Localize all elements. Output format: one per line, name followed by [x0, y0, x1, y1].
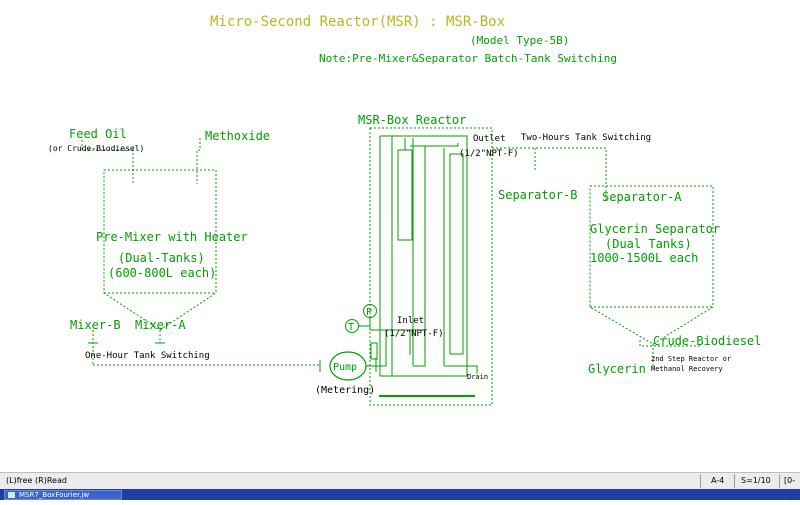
two-hour-switching-label: Two-Hours Tank Switching [521, 133, 651, 143]
check-valve-icon [370, 342, 378, 360]
glycerin-separator-capacity: 1000-1500L each [590, 251, 698, 265]
mixer-a-label: Mixer-A [135, 318, 186, 332]
methoxide-label: Methoxide [205, 129, 270, 143]
reactor-inlet-label: Inlet [397, 316, 424, 326]
pump-label: Pump [333, 362, 357, 373]
diagram-title: Micro-Second Reactor(MSR) : MSR-Box [210, 14, 505, 30]
status-bar: (L)free (R)Read A-4 S=1/10 [0-0] [0, 472, 800, 501]
reactor-inlet-size: (1/2"NPT-F) [384, 329, 444, 339]
one-hour-switching-label: One-Hour Tank Switching [85, 351, 210, 361]
pre-mixer-dual: (Dual-Tanks) [118, 251, 205, 265]
pressure-gauge-label: P [366, 307, 372, 318]
taskbar-window-label: MSR7_BoxFourier.jw [19, 491, 90, 499]
note-text: Note:Pre-Mixer&Separator Batch-Tank Swit… [319, 52, 617, 65]
glycerin-separator-name: Glycerin Separator [590, 222, 720, 236]
next-step-label-1: 2nd Step Reactor or [651, 355, 731, 363]
reactor-internals [379, 135, 478, 397]
taskbar: MSR7_BoxFourier.jw [0, 489, 800, 500]
mixer-b-label: Mixer-B [70, 318, 121, 332]
temperature-gauge-icon: T [345, 319, 370, 333]
feed-oil-label: Feed Oil [69, 127, 127, 141]
reactor-box [369, 127, 493, 406]
next-step-label-2: Methanol Recovery [651, 365, 723, 373]
status-divider [779, 474, 780, 488]
layer-status[interactable]: [0-0] [784, 476, 796, 501]
pre-mixer-capacity: (600-800L each) [108, 266, 216, 280]
glycerin-separator-dual: (Dual Tanks) [605, 237, 692, 251]
glycerin-separator-tank [589, 185, 714, 370]
outlet-pipe [440, 143, 459, 147]
pre-mixer-tank [81, 138, 320, 366]
app-icon [8, 492, 15, 498]
pre-mixer-name: Pre-Mixer with Heater [96, 230, 248, 244]
feed-oil-alt-label: (or Crude-Biodiesel) [48, 144, 144, 153]
separator-b-label: Separator-B [498, 188, 577, 202]
mouse-mode-status: (L)free (R)Read [6, 476, 67, 485]
outlet-distribution [492, 147, 607, 200]
reactor-outlet-label: Outlet [473, 134, 506, 144]
scale-status[interactable]: S=1/10 [741, 476, 771, 485]
pump-metering-label: (Metering) [315, 385, 375, 396]
status-divider [700, 474, 701, 488]
glycerin-label: Glycerin [588, 362, 646, 376]
process-diagram: Micro-Second Reactor(MSR) : MSR-Box (Mod… [48, 14, 761, 406]
sheet-size-status[interactable]: A-4 [711, 476, 725, 485]
status-divider [734, 474, 735, 488]
separator-a-label: Separator-A [602, 190, 682, 204]
taskbar-window-button[interactable]: MSR7_BoxFourier.jw [4, 490, 122, 500]
temperature-gauge-label: T [348, 322, 354, 333]
reactor-outlet-size: (1/2"NPT-F) [459, 149, 519, 159]
reactor-name: MSR-Box Reactor [358, 113, 466, 127]
reactor-drain-label: Drain [467, 373, 488, 381]
crude-biodiesel-label: Crude-Biodiesel [653, 334, 761, 348]
pressure-gauge-icon: P [363, 304, 377, 318]
model-type: (Model Type-5B) [470, 34, 569, 47]
